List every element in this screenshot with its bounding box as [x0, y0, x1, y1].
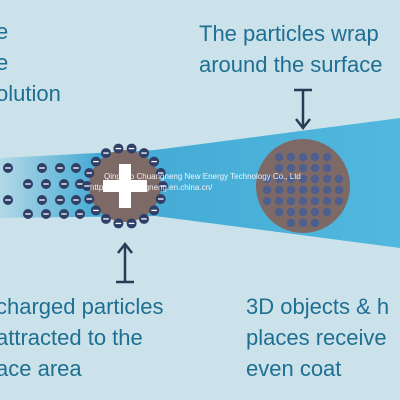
particle-dot: [274, 185, 284, 195]
particle-dot: [322, 152, 332, 162]
particle-dot: [298, 152, 308, 162]
negative-charge-icon: [3, 163, 13, 173]
particle-dot: [322, 163, 332, 173]
top-left-text: e e olution: [0, 16, 61, 109]
particle-dot: [286, 196, 296, 206]
bottom-left-line-2: attracted to the: [0, 325, 143, 350]
negative-charge-icon: [90, 205, 101, 216]
top-right-text: The particles wrap around the surface: [199, 18, 382, 80]
particle-dot: [334, 185, 344, 195]
particle-dot: [298, 185, 308, 195]
negative-charge-icon: [41, 209, 51, 219]
wrapped-particles: [262, 152, 344, 228]
top-left-line-2: e: [0, 50, 9, 75]
bottom-right-line-2: places receive: [246, 325, 387, 350]
particle-dot: [286, 185, 296, 195]
particle-dot: [298, 196, 308, 206]
negative-charge-icon: [90, 156, 101, 167]
particle-dot: [298, 174, 308, 184]
negative-charge-icon: [23, 209, 33, 219]
negative-charge-icon: [126, 218, 137, 229]
negative-charge-icon: [59, 179, 69, 189]
particle-dot: [334, 196, 344, 206]
top-left-line-1: e: [0, 19, 9, 44]
attracted-particles: [82, 143, 168, 229]
particle-dot: [298, 163, 308, 173]
particle-dot: [322, 207, 332, 217]
negative-charge-icon: [59, 209, 69, 219]
bottom-right-line-3: even coat: [246, 356, 342, 381]
negative-charge-icon: [55, 163, 65, 173]
negative-charge-icon: [84, 168, 95, 179]
negative-charge-icon: [101, 213, 111, 224]
particle-dot: [322, 174, 332, 184]
negative-charge-icon: [41, 179, 51, 189]
bottom-left-text: charged particles attracted to the ace a…: [0, 291, 164, 384]
bottom-right-text: 3D objects & h places receive even coat: [246, 291, 389, 384]
particle-dot: [286, 207, 296, 217]
negative-charge-icon: [23, 179, 33, 189]
watermark-company: Qingdao Chuangneng New Energy Technology…: [104, 172, 301, 181]
particle-dot: [274, 196, 284, 206]
negative-charge-icon: [158, 181, 168, 191]
negative-charge-icon: [55, 195, 65, 205]
particle-dot: [286, 218, 296, 228]
particle-dot: [262, 174, 272, 184]
negative-charge-icon: [155, 193, 166, 204]
particle-dot: [286, 163, 296, 173]
particle-dot: [286, 174, 296, 184]
negative-charge-icon: [37, 163, 47, 173]
bottom-left-line-3: ace area: [0, 356, 82, 381]
watermark-url: https://qdchuangneng.en.china.cn/: [90, 183, 213, 192]
negative-charge-icon: [71, 195, 81, 205]
particle-dot: [310, 174, 320, 184]
particle-dot: [310, 196, 320, 206]
bottom-left-line-1: charged particles: [0, 294, 164, 319]
particle-dot: [322, 185, 332, 195]
negative-charge-icon: [37, 195, 47, 205]
particle-dot: [274, 174, 284, 184]
top-right-line-2: around the surface: [199, 52, 383, 77]
bottom-right-line-1: 3D objects & h: [246, 294, 390, 319]
negative-charge-icon: [84, 193, 95, 204]
negative-charge-icon: [82, 181, 92, 191]
particle-dot: [274, 207, 284, 217]
particle-dot: [310, 185, 320, 195]
negative-charge-icon: [101, 148, 111, 159]
negative-charge-icon: [3, 195, 13, 205]
negative-charge-icon: [75, 209, 85, 219]
particle-dot: [286, 152, 296, 162]
negative-charge-icon: [126, 143, 137, 154]
negative-charge-icon: [149, 205, 160, 216]
up-arrow-icon: [116, 241, 134, 284]
particle-dot: [262, 185, 272, 195]
particle-dot: [262, 196, 272, 206]
particle-dot: [298, 218, 308, 228]
negative-charge-icon: [139, 213, 149, 224]
particle-dot: [334, 174, 344, 184]
particle-dot: [310, 207, 320, 217]
positive-charge-icon: [103, 164, 147, 208]
particle-dot: [274, 152, 284, 162]
negative-charge-icon: [149, 156, 160, 167]
particle-dot: [274, 163, 284, 173]
negative-charge-icon: [155, 168, 166, 179]
top-left-line-3: olution: [0, 81, 61, 106]
negative-charge-icon: [71, 163, 81, 173]
particle-dot: [310, 163, 320, 173]
top-right-line-1: The particles wrap: [199, 21, 379, 46]
negative-charge-icon: [113, 143, 124, 154]
particle-dot: [310, 152, 320, 162]
spray-particles: [3, 163, 85, 219]
negative-charge-icon: [113, 218, 124, 229]
particle-dot: [322, 196, 332, 206]
particle-dot: [298, 207, 308, 217]
particle-dot: [310, 218, 320, 228]
negative-charge-icon: [139, 148, 149, 159]
down-arrow-icon: [294, 88, 312, 131]
